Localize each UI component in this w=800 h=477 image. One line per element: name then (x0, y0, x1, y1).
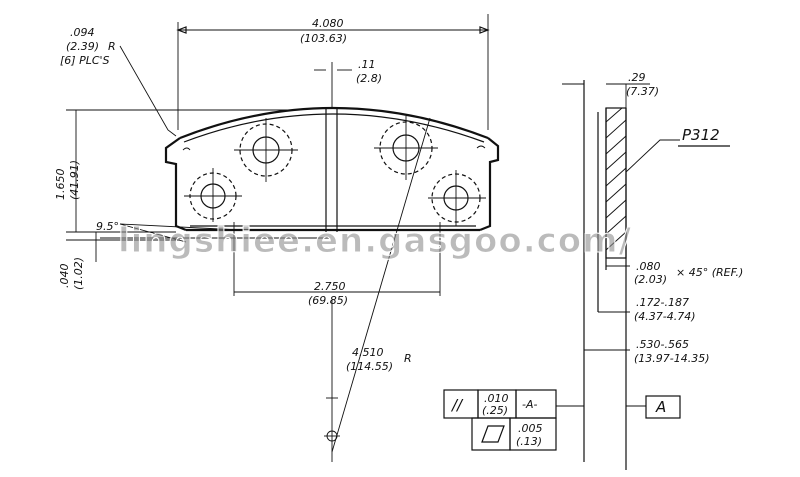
slot-width-value: .11 (358, 58, 376, 71)
datum-ref: -A- (522, 398, 537, 411)
center-slot (314, 62, 352, 232)
parallel-value-mm: (.25) (482, 404, 508, 417)
chamfer-mm: (2.03) (634, 273, 667, 286)
watermark: lingshiee.en.gasgoo.com/ (118, 221, 632, 261)
arc-radius-r: R (404, 352, 412, 365)
height-dim (66, 109, 300, 262)
center-mark (324, 430, 340, 442)
overall-width-value: 4.080 (312, 17, 344, 30)
angle-leader (100, 223, 330, 243)
slot-width-mm: (2.8) (356, 72, 382, 85)
hole-spacing-mm: (69.85) (308, 294, 348, 307)
lining-thickness-mm: (7.37) (626, 85, 659, 98)
offset-value: .040 (58, 264, 71, 289)
side-view (556, 80, 730, 470)
lining-thickness-value: .29 (628, 71, 646, 84)
corner-radius-r: R (108, 40, 116, 53)
angle-value: 9.5° (96, 220, 119, 233)
chamfer-angle: × 45° (REF.) (676, 266, 743, 279)
total-thickness-mm: (13.97-14.35) (634, 352, 710, 365)
height-value: 1.650 (54, 169, 67, 201)
arc-radius-mm: (114.55) (346, 360, 393, 373)
part-number: P312 (682, 126, 720, 144)
overall-width-dim (176, 14, 490, 130)
flatness-value-mm: (.13) (516, 435, 542, 448)
total-thickness-value: .530-.565 (636, 338, 689, 351)
corner-radius-mm: (2.39) (66, 40, 99, 53)
chamfer-value: .080 (636, 260, 661, 273)
height-mm: (41.91) (68, 160, 81, 200)
overall-width-mm: (103.63) (300, 32, 347, 45)
dashed-holes (184, 116, 486, 226)
tolerance-frames (443, 389, 681, 451)
parallel-symbol: // (450, 396, 464, 414)
offset-mm: (1.02) (72, 257, 85, 290)
backing-thickness-mm: (4.37-4.74) (634, 310, 696, 323)
pad-outline (164, 106, 500, 232)
hole-spacing-value: 2.750 (314, 280, 346, 293)
parallel-value: .010 (484, 392, 509, 405)
corner-radius-leader (119, 45, 177, 137)
flatness-value: .005 (518, 422, 543, 435)
arc-radius-leader (326, 117, 431, 462)
backing-thickness-value: .172-.187 (636, 296, 689, 309)
hole-spacing-dim (233, 222, 441, 296)
datum-label: A (655, 398, 666, 416)
corner-places: [6] PLC'S (60, 54, 110, 67)
arc-radius-value: 4.510 (352, 346, 384, 359)
corner-radius-value: .094 (70, 26, 95, 39)
